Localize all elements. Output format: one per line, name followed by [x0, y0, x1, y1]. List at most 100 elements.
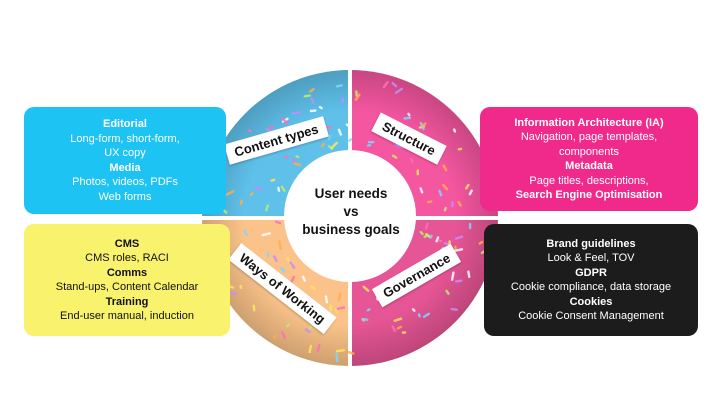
cms-heading: CMS	[114, 237, 140, 250]
sprinkle	[367, 141, 375, 144]
sprinkle	[292, 158, 296, 163]
sprinkle	[280, 331, 286, 340]
sprinkle	[453, 128, 457, 133]
sprinkle	[457, 200, 462, 207]
sprinkle	[391, 81, 398, 88]
sprinkle	[438, 189, 443, 197]
seo-heading: Search Engine Optimisation	[515, 189, 663, 201]
sprinkle	[310, 97, 315, 104]
sprinkle	[337, 128, 342, 136]
ia-line-1: Navigation, page templates,	[520, 131, 658, 143]
sprinkle	[409, 157, 414, 163]
center-line-1: User needs	[314, 186, 388, 201]
sprinkle	[445, 289, 450, 295]
sprinkle	[454, 235, 464, 240]
sprinkle	[362, 318, 369, 321]
sprinkle	[422, 312, 430, 318]
sprinkle	[420, 122, 427, 127]
sprinkle	[280, 185, 286, 193]
sprinkle	[362, 285, 370, 292]
brand-guidelines-heading: Brand guidelines	[546, 237, 636, 250]
sprinkle	[468, 189, 473, 196]
sprinkle	[341, 97, 345, 103]
sprinkle	[335, 348, 346, 353]
sprinkle	[451, 201, 454, 208]
sprinkle	[301, 275, 306, 282]
sprinkle	[429, 234, 433, 239]
sprinkle	[419, 187, 424, 194]
sprinkle	[281, 117, 289, 125]
sprinkle	[266, 252, 270, 258]
editorial-line-2: UX copy	[104, 147, 146, 159]
cookies-heading: Cookies	[569, 295, 613, 308]
sprinkle	[225, 190, 235, 196]
sprinkle	[272, 334, 277, 339]
editorial-heading: Editorial	[102, 118, 147, 130]
center-line-3: business goals	[302, 222, 400, 237]
cms-line-1: CMS roles, RACI	[85, 252, 169, 264]
gdpr-line-1: Cookie compliance, data storage	[510, 281, 672, 293]
sprinkle	[464, 183, 470, 190]
sprinkle	[291, 111, 302, 115]
training-line-1: End-user manual, induction	[60, 310, 194, 322]
sprinkle	[391, 325, 397, 333]
sprinkle	[277, 186, 281, 192]
sprinkle	[284, 155, 289, 159]
ia-box: Information Architecture (IA) Navigation…	[480, 107, 698, 211]
metadata-heading: Metadata	[565, 160, 613, 172]
sprinkle	[478, 240, 484, 245]
sprinkle	[355, 90, 358, 97]
sprinkle	[396, 325, 402, 330]
sprinkle	[229, 291, 238, 295]
sprinkle	[308, 344, 313, 354]
sprinkle	[326, 125, 332, 129]
sprinkle	[309, 88, 315, 93]
editorial-box: Editorial Long-form, short-form, UX copy…	[24, 107, 226, 214]
sprinkle	[327, 134, 332, 141]
sprinkle	[303, 94, 312, 98]
sprinkle	[423, 234, 430, 239]
sprinkle	[318, 105, 323, 110]
media-line-1: Photos, videos, PDFs	[72, 176, 178, 188]
sprinkle	[411, 308, 416, 312]
editorial-line-1: Long-form, short-form,	[70, 132, 180, 145]
sprinkle	[427, 200, 433, 204]
sprinkle	[273, 255, 278, 263]
sprinkle	[442, 164, 448, 172]
governance-box: Brand guidelines Look & Feel, TOV GDPR C…	[484, 224, 698, 336]
sprinkle	[335, 84, 343, 88]
sprinkle	[337, 292, 342, 302]
sprinkle	[366, 308, 371, 312]
brand-guidelines-line-1: Look & Feel, TOV	[547, 252, 635, 264]
sprinkle	[407, 112, 411, 117]
sprinkle	[324, 295, 329, 304]
sprinkle	[254, 186, 263, 192]
center-text: User needs vs business goals	[285, 185, 417, 239]
comms-line-1: Stand-ups, Content Calendar	[55, 281, 199, 293]
sprinkle	[247, 129, 252, 133]
sprinkle	[309, 109, 317, 113]
sprinkle	[330, 141, 338, 150]
sprinkle	[438, 239, 443, 243]
sprinkle	[335, 352, 339, 363]
gdpr-heading: GDPR	[575, 266, 607, 279]
training-heading: Training	[105, 295, 149, 308]
sprinkle	[468, 222, 472, 230]
cookies-line-1: Cookie Consent Management	[518, 310, 664, 322]
sprinkle	[457, 147, 463, 151]
sprinkle	[316, 344, 321, 352]
sprinkle	[435, 236, 440, 243]
sprinkle	[249, 192, 254, 197]
ia-line-2: components	[559, 145, 619, 158]
sprinkle	[419, 230, 424, 236]
sprinkle	[278, 240, 282, 250]
sprinkle	[391, 154, 398, 159]
sprinkle	[347, 350, 355, 355]
sprinkle	[382, 80, 389, 89]
sprinkle	[416, 169, 419, 176]
sprinkle	[336, 306, 346, 310]
sprinkle	[394, 143, 405, 149]
sprinkle	[424, 222, 429, 230]
sprinkle	[252, 304, 256, 312]
media-heading: Media	[109, 161, 141, 174]
